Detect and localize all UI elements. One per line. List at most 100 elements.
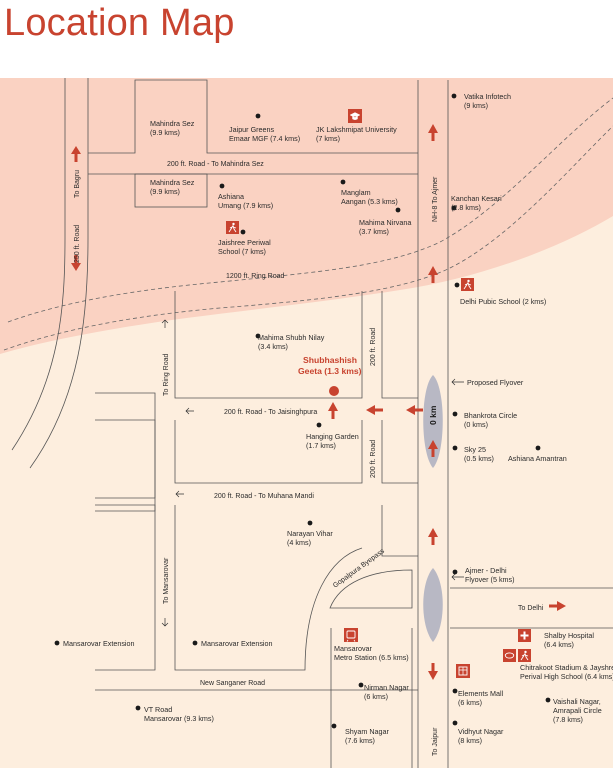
- road-label-nh8: NH-8 To Ajmer: [432, 176, 439, 222]
- city-grid: [95, 291, 613, 768]
- place-shalby: Shalby Hospital: [544, 631, 594, 640]
- place-jaipur-greens: Jaipur Greens: [229, 125, 275, 134]
- school-walker-icon-chitrakoot: [518, 649, 531, 662]
- place-nirman-dist: (6 kms): [364, 692, 388, 701]
- place-chitrakoot-dist: Perival High School (6.4 kms): [520, 672, 613, 681]
- place-jk-lakshmipat-dist: (7 kms): [316, 134, 340, 143]
- direction-arrows: [71, 124, 566, 680]
- arrow-up-bagru: [71, 146, 81, 162]
- road-label-to-jaipur: To Jaipur: [432, 727, 439, 756]
- place-jk-lakshmipat: JK Lakshmipat University: [316, 125, 397, 134]
- page-title: Location Map: [4, 2, 235, 44]
- graduation-cap-icon: [348, 109, 362, 123]
- place-nirman: Nirman Nagar: [364, 683, 409, 692]
- zero-km-label: 0 km: [428, 405, 438, 425]
- road-label-muhana: 200 ft. Road - To Muhana Mandi: [214, 493, 314, 500]
- road-label-mahindra: 200 ft. Road - To Mahindra Sez: [167, 161, 264, 168]
- proposed-flyover: [423, 375, 443, 468]
- place-dots: [54, 93, 551, 729]
- place-shyam: Shyam Nagar: [345, 727, 390, 736]
- place-jaipur-greens-dist: Emaar MGF (7.4 kms): [229, 134, 300, 143]
- place-ajmer-delhi: Ajmer - Delhi: [465, 566, 507, 575]
- arrow-up-site: [328, 402, 338, 419]
- metro-icon: [344, 628, 358, 642]
- arrow-down-jaipur: [428, 663, 438, 680]
- stadium-icon: [503, 649, 516, 662]
- place-narayan-dist: (4 kms): [287, 538, 311, 547]
- place-hanging: Hanging Garden: [306, 432, 359, 441]
- sez-zone: [0, 78, 613, 354]
- place-manglam-dist: Aangan (5.3 kms): [341, 197, 398, 206]
- place-sky25-dist: (0.5 kms): [464, 454, 494, 463]
- ajmer-delhi-flyover: [423, 568, 443, 642]
- place-vatika: Vatika Infotech: [464, 92, 511, 101]
- place-elements: Elements Mall: [458, 689, 504, 698]
- place-chitrakoot: Chitrakoot Stadium & Jayshree: [520, 663, 613, 672]
- place-vaishali-dist: Amrapali Circle: [553, 706, 602, 715]
- place-mahima-nirvana: Mahima Nirvana: [359, 218, 411, 227]
- place-bhankrota: Bhankrota Circle: [464, 411, 517, 420]
- arrow-up-nh8-4: [428, 528, 438, 545]
- place-shubh-nilay-dist: (3.4 kms): [258, 342, 288, 351]
- arrow-up-nh8-2: [428, 266, 438, 283]
- place-mahima-nirvana-dist: (3.7 kms): [359, 227, 389, 236]
- road-label-200-a: 200 ft. Road: [370, 328, 377, 366]
- arrow-right-delhi: [549, 601, 566, 611]
- place-elements-dist: (6 kms): [458, 698, 482, 707]
- road-label-to-bagru: To Bagru: [74, 170, 81, 198]
- hospital-cross-icon: [518, 629, 531, 642]
- place-dps: Delhi Pubic School (2 kms): [460, 297, 546, 306]
- ring-road-line-1: [7, 97, 613, 323]
- place-shalby-dist: (6.4 kms): [544, 640, 574, 649]
- thin-arrows: [161, 319, 464, 627]
- place-shubh-nilay: Mahima Shubh Nilay: [258, 333, 325, 342]
- arrow-up-nh8-3: [428, 440, 438, 457]
- block-mahindra-2: [134, 173, 208, 208]
- road-label-to-delhi: To Delhi: [518, 605, 544, 612]
- place-kanchan: Kanchan Kesari: [451, 194, 502, 203]
- place-vaishali: Vaishali Nagar,: [553, 697, 601, 706]
- block-top: [88, 79, 418, 154]
- place-ajmer-delhi-dist: Flyover (5 kms): [465, 575, 515, 584]
- place-kanchan-dist: (2.8 kms): [451, 203, 481, 212]
- place-mahindra-sez-2: Mahindra Sez: [150, 178, 195, 187]
- place-vt-road: VT Road: [144, 705, 172, 714]
- place-shubhashish: Shubhashish: [303, 355, 357, 365]
- place-shyam-dist: (7.6 kms): [345, 736, 375, 745]
- place-vatika-dist: (9 kms): [464, 101, 488, 110]
- arrow-down-bagru: [71, 255, 81, 271]
- road-label-new-sanganer: New Sanganer Road: [200, 680, 265, 687]
- place-metro: Mansarovar: [334, 644, 373, 653]
- arrow-left-1: [366, 405, 383, 415]
- place-metro-dist: Metro Station (6.5 kms): [334, 653, 409, 662]
- place-hanging-dist: (1.7 kms): [306, 441, 336, 450]
- arrow-left-2: [406, 405, 423, 415]
- site-marker: [329, 386, 339, 396]
- location-map: 200 ft. Road - To Mahindra Sez 1200 ft. …: [0, 78, 613, 768]
- place-mansarovar-ext-2: Mansarovar Extension: [201, 639, 273, 648]
- ring-road-line-2: [3, 125, 613, 351]
- mall-icon: [456, 664, 470, 678]
- road-250-left: [11, 78, 66, 451]
- arrow-up-nh8: [428, 124, 438, 141]
- road-label-jaisinghpura: 200 ft. Road - To Jaisinghpura: [224, 409, 317, 416]
- road-label-ring-1200: 1200 ft. Ring Road: [226, 273, 284, 280]
- place-ashiana-umang-dist: Umang (7.9 kms): [218, 201, 273, 210]
- place-mahindra-sez-2-dist: (9.9 kms): [150, 187, 180, 196]
- place-jaishree-dist: School (7 kms): [218, 247, 266, 256]
- place-manglam: Manglam: [341, 188, 371, 197]
- road-label-to-mansarovar: To Mansarovar: [163, 557, 170, 604]
- place-bhankrota-dist: (0 kms): [464, 420, 488, 429]
- place-mahindra-sez-1: Mahindra Sez: [150, 119, 195, 128]
- place-flyover: Proposed Flyover: [467, 378, 524, 387]
- road-label-250: 250 ft. Road: [74, 225, 81, 263]
- place-jaishree: Jaishree Periwal: [218, 238, 271, 247]
- place-mahindra-sez-1-dist: (9.9 kms): [150, 128, 180, 137]
- place-mansarovar-ext-1: Mansarovar Extension: [63, 639, 135, 648]
- road-label-to-ring-road: To Ring Road: [163, 353, 170, 396]
- place-vaishali-dist2: (7.8 kms): [553, 715, 583, 724]
- place-vidhyut: Vidhyut Nagar: [458, 727, 504, 736]
- place-sky25: Sky 25: [464, 445, 486, 454]
- place-narayan: Narayan Vihar: [287, 529, 333, 538]
- road-label-200-b: 200 ft. Road: [370, 440, 377, 478]
